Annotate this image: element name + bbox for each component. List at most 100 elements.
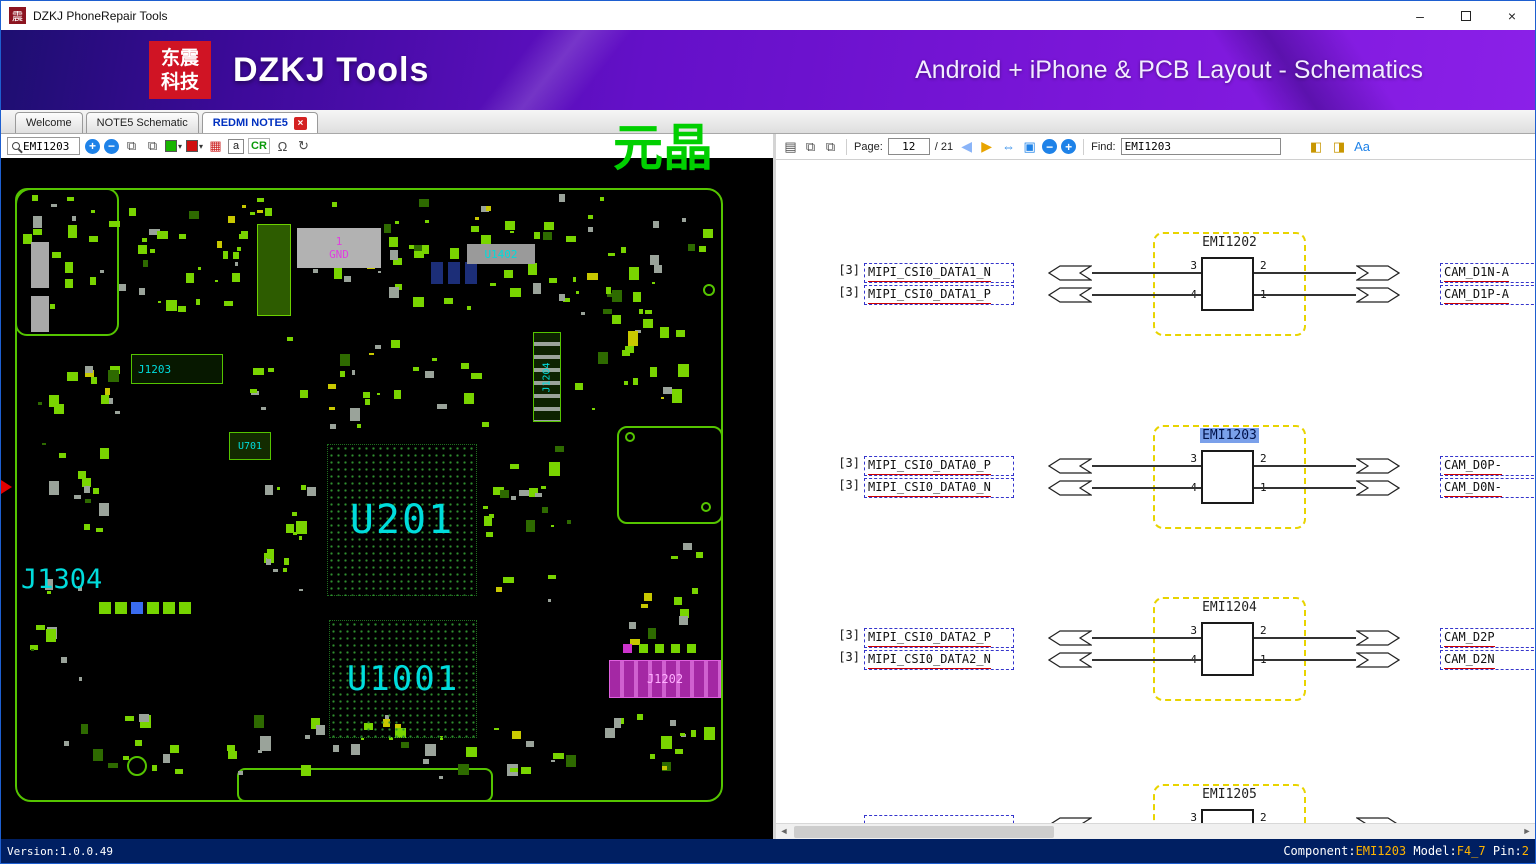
find-previous-button[interactable]: ◧ <box>1308 138 1325 156</box>
pcb-pad <box>484 516 493 526</box>
pcb-pad <box>704 726 716 741</box>
component-j1202[interactable]: J1202 <box>609 660 721 698</box>
bga-map-button[interactable]: ▦ <box>207 137 224 155</box>
page-input[interactable] <box>887 138 930 155</box>
pcb-pad <box>679 616 688 625</box>
component-ref-label[interactable]: EMI1202 <box>1202 235 1257 250</box>
label-toggle-button[interactable]: a <box>228 138 245 154</box>
bottom-layer-color-button[interactable]: ▾ <box>186 137 203 155</box>
pcb-pad <box>550 524 555 528</box>
copy-top-layer-button[interactable]: ⧉ <box>123 137 140 155</box>
pcb-pad <box>90 210 96 213</box>
fit-width-button[interactable]: ⇔ <box>1000 138 1017 156</box>
pcb-canvas[interactable]: 1 GND U1402 J1203 J1204 U701 <box>1 158 773 839</box>
component-u1402[interactable]: U1402 <box>467 244 535 264</box>
scroll-right-icon[interactable]: ► <box>1519 824 1535 839</box>
net-label[interactable]: MIPI_CSI0_DATA0_N <box>864 478 1014 498</box>
pcb-pad <box>299 588 303 592</box>
pcb-pad <box>240 230 248 236</box>
brand-tagline: Android + iPhone & PCB Layout - Schemati… <box>915 55 1423 84</box>
sch-zoom-out-button[interactable]: − <box>1042 139 1058 154</box>
rotate-view-icon: ↻ <box>297 138 309 153</box>
pcb-pad <box>605 728 616 739</box>
filter-body[interactable] <box>1201 809 1254 823</box>
filter-body[interactable] <box>1201 450 1254 504</box>
pcb-pad <box>572 276 577 282</box>
net-label[interactable]: CAM_D1P-A <box>1440 285 1535 305</box>
next-page-button[interactable]: ▶ <box>978 138 995 156</box>
copy-bottom-layer-button[interactable]: ⧉ <box>144 137 161 155</box>
export-page-button[interactable]: ▤ <box>782 138 799 156</box>
top-layer-color-button[interactable]: ▾ <box>165 137 182 155</box>
minimize-button[interactable]: – <box>1397 1 1443 30</box>
net-label[interactable]: CAM_D1N-A <box>1440 263 1535 283</box>
pcb-pad <box>356 424 362 428</box>
tab-welcome[interactable]: Welcome <box>15 112 83 133</box>
net-label[interactable]: CAM_D0N- <box>1440 478 1535 498</box>
net-label[interactable]: MIPI_CSI0_DATA1_N <box>864 263 1014 283</box>
fit-page-button[interactable]: ▣ <box>1021 138 1038 156</box>
pcb-pad <box>526 741 535 747</box>
net-label[interactable] <box>864 815 1014 823</box>
scroll-left-icon[interactable]: ◄ <box>776 824 792 839</box>
pin-number: 2 <box>1260 259 1267 272</box>
component-u201[interactable]: U201 <box>327 444 477 596</box>
component-j1304-label[interactable]: J1304 <box>21 564 103 595</box>
rotate-view-button[interactable]: ↻ <box>295 137 312 155</box>
net-label[interactable]: MIPI_CSI0_DATA2_N <box>864 650 1014 670</box>
tile-windows-button[interactable]: ⧉ <box>802 138 819 156</box>
component-j1204[interactable]: J1204 <box>533 332 561 422</box>
filter-body[interactable] <box>1201 257 1254 311</box>
copy-top-layer-icon: ⧉ <box>126 138 137 153</box>
sch-zoom-in-button[interactable]: + <box>1061 139 1077 154</box>
component-ref-label[interactable]: EMI1205 <box>1202 787 1257 802</box>
net-label[interactable]: CAM_D2N <box>1440 650 1535 670</box>
tab-close-icon[interactable]: × <box>293 116 307 130</box>
net-label[interactable]: MIPI_CSI0_DATA0_P <box>864 456 1014 476</box>
tab-note5-schematic[interactable]: NOTE5 Schematic <box>85 112 199 133</box>
find-next-button[interactable]: ◨ <box>1331 138 1348 156</box>
filter-body[interactable] <box>1201 622 1254 676</box>
component-u701[interactable]: U701 <box>229 432 271 460</box>
prev-page-button[interactable]: ◀ <box>958 138 975 156</box>
component-u1001[interactable]: U1001 <box>329 620 477 738</box>
pcb-pad <box>315 725 325 736</box>
pcb-search-input[interactable] <box>23 139 75 153</box>
pcb-pad <box>503 269 514 278</box>
brand-logo: 东震 科技 <box>149 41 211 99</box>
zoom-in-button[interactable]: + <box>85 138 100 154</box>
pcb-pad <box>703 228 714 238</box>
pcb-search-box[interactable] <box>7 137 80 155</box>
net-label[interactable]: MIPI_CSI0_DATA1_P <box>864 285 1014 305</box>
horizontal-scrollbar[interactable]: ◄ ► <box>776 823 1535 839</box>
scrollbar-thumb[interactable] <box>794 826 1054 838</box>
close-button[interactable]: × <box>1489 1 1535 30</box>
zoom-out-button[interactable]: − <box>104 138 119 154</box>
pcb-pad <box>99 503 110 516</box>
next-page-icon: ▶ <box>981 138 992 154</box>
net-label[interactable]: CAM_D0P- <box>1440 456 1535 476</box>
pcb-pad <box>224 301 233 306</box>
pcb-pad <box>481 421 490 428</box>
copy-page-button[interactable]: ⧉ <box>822 138 839 156</box>
tab-redmi-note5[interactable]: REDMI NOTE5 × <box>201 112 318 133</box>
net-label[interactable]: CAM_D2P <box>1440 628 1535 648</box>
resistance-measure-button[interactable]: Ω <box>274 137 291 155</box>
component-gnd-pad[interactable]: 1 GND <box>297 228 381 268</box>
find-input[interactable] <box>1120 138 1281 155</box>
component-j1203[interactable]: J1203 <box>131 354 223 384</box>
pcb-pad <box>124 716 134 722</box>
pcb-pad <box>389 237 399 248</box>
component-ref-label[interactable]: EMI1204 <box>1202 600 1257 615</box>
font-size-button[interactable]: Aa <box>1354 138 1371 156</box>
maximize-button[interactable] <box>1443 1 1489 30</box>
pcb-pad <box>37 401 42 405</box>
pcb-pad <box>85 498 92 504</box>
pcb-pad <box>600 197 605 201</box>
component-ref-label[interactable]: EMI1203 <box>1200 428 1259 443</box>
pcb-pad <box>368 352 375 356</box>
cr-toggle-button[interactable]: CR <box>248 138 270 154</box>
net-label[interactable]: MIPI_CSI0_DATA2_P <box>864 628 1014 648</box>
